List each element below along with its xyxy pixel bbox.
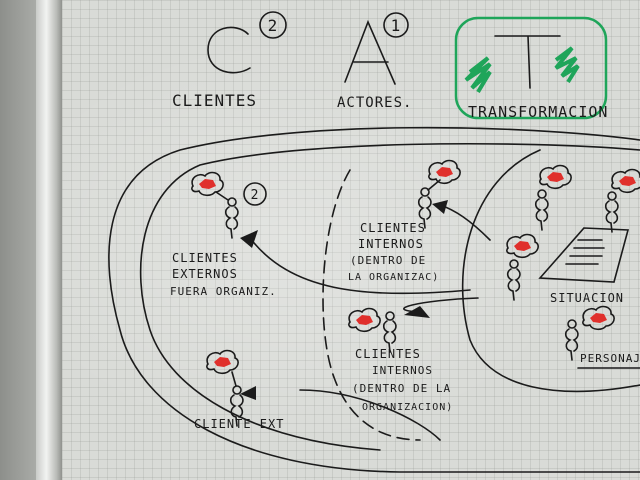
text-line: LA ORGANIZAC) — [348, 272, 439, 283]
outer-loop — [108, 126, 640, 473]
text-line: (DENTRO DE LA — [352, 382, 451, 395]
connector-lines — [249, 237, 479, 313]
clientes-header: 2 CLIENTES — [172, 11, 287, 110]
whiteboard — [62, 0, 640, 480]
text-line: (DENTRO DE — [350, 254, 426, 267]
person-icon — [382, 311, 397, 353]
text-line: EXTERNOS — [172, 267, 238, 281]
green-scribble-right — [554, 46, 580, 84]
clientes-number: 2 — [268, 16, 279, 35]
letter-a — [344, 19, 396, 85]
number-circle — [383, 12, 409, 38]
text-line: INTERNOS — [372, 364, 433, 377]
text-line: CLIENTES — [360, 221, 426, 235]
thought-cloud-icon — [428, 159, 461, 185]
person-icon — [564, 319, 579, 361]
transformacion-header: TRANSFORMACION — [454, 16, 608, 121]
thought-cloud-icon — [191, 171, 224, 197]
whiteboard-frame — [36, 0, 62, 480]
thought-cloud-icon — [348, 307, 381, 333]
person-icon — [534, 189, 549, 231]
thought-cloud-icon — [611, 168, 640, 194]
situacion-group: SITUACION PERSONAJES — [506, 164, 640, 369]
cliente-ext-label: CLIENTE EXT — [194, 417, 284, 431]
text-line: CLIENTES — [355, 347, 421, 361]
clientes-internos-top-group: CLIENTES INTERNOS (DENTRO DE LA ORGANIZA… — [348, 159, 461, 283]
document-icon — [538, 227, 630, 283]
clientes-internos-bottom-group: CLIENTES INTERNOS (DENTRO DE LA ORGANIZA… — [348, 307, 453, 413]
person-icon — [506, 259, 521, 301]
actores-number: 1 — [391, 16, 402, 35]
light-glare — [62, 0, 640, 480]
letter-c — [207, 26, 251, 74]
clientes-label: CLIENTES — [172, 91, 257, 110]
inner-outer-loop — [139, 142, 640, 451]
number-circle — [259, 11, 287, 39]
actores-header: 1 ACTORES. — [337, 12, 412, 111]
thought-cloud-icon — [206, 349, 239, 375]
inner-circle — [461, 149, 640, 393]
dashed-boundary — [322, 169, 421, 441]
thought-cloud-icon — [506, 233, 539, 259]
clientes-externos-group: 2 CLIENTES EXTERNOS FUERA ORGANIZ. — [170, 171, 277, 298]
situacion-label: SITUACION — [550, 291, 624, 305]
thought-cloud-icon — [539, 164, 572, 190]
cliente-ext-group: CLIENTE EXT — [194, 349, 284, 431]
text-line: ORGANIZACION) — [362, 402, 453, 413]
personajes-label: PERSONAJES — [580, 352, 640, 365]
person-icon — [604, 191, 619, 233]
text-line: INTERNOS — [358, 237, 424, 251]
person-icon — [224, 197, 239, 239]
actores-label: ACTORES. — [337, 95, 412, 111]
green-box — [454, 16, 608, 120]
green-scribble-left — [464, 56, 492, 94]
text-line: CLIENTES — [172, 251, 238, 265]
transformacion-label: TRANSFORMACION — [468, 103, 608, 121]
clientes-externos-number: 2 — [251, 188, 260, 203]
wall — [0, 0, 36, 480]
text-line: FUERA ORGANIZ. — [170, 285, 277, 298]
thought-cloud-icon — [582, 305, 615, 331]
letter-t — [494, 35, 561, 89]
